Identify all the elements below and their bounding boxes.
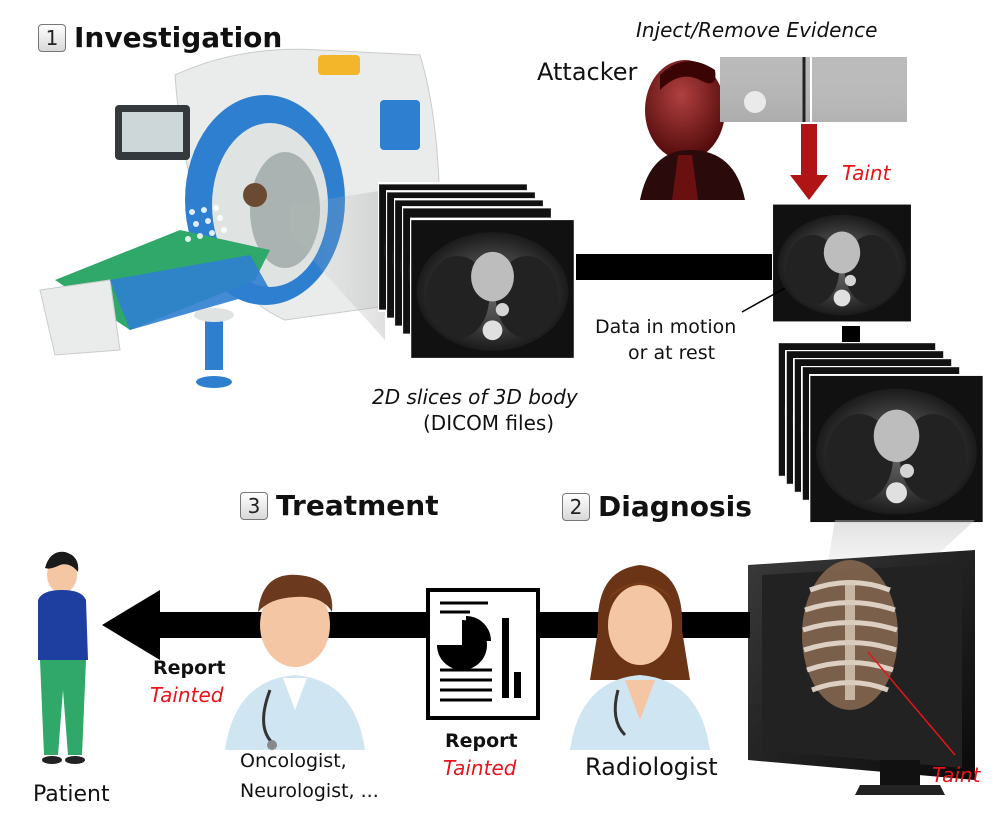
step-number: 3 [240, 491, 268, 520]
step-number: 2 [562, 492, 590, 521]
patient-label: Patient [33, 782, 110, 807]
report-label-left: Report [153, 657, 226, 679]
ct-slice-stack-right [777, 342, 984, 524]
step-number: 1 [38, 23, 66, 52]
tainted-ct-slice [772, 202, 912, 324]
oncologist-label-line2: Neurologist, ... [240, 780, 379, 802]
attacker-label: Attacker [537, 58, 638, 86]
taint-arrow [790, 124, 828, 200]
oncologist-label-line1: Oncologist, [240, 750, 347, 772]
scan-beam [290, 190, 385, 340]
report-label-mid: Report [445, 730, 518, 752]
taint-label-bottom: Taint [932, 763, 981, 787]
mri-scanner-illustration [39, 48, 441, 388]
step-title: Diagnosis [598, 490, 752, 523]
tainted-label-left: Tainted [150, 683, 224, 707]
radiology-monitor [748, 550, 975, 795]
ct-slice-stack-left [378, 182, 575, 361]
step-title: Investigation [74, 21, 283, 54]
attacker-icon [640, 60, 745, 200]
report-document-icon [426, 588, 540, 720]
ribcage-render [802, 560, 898, 710]
step-investigation: 1 Investigation [38, 21, 282, 54]
data-motion-label-line2: or at rest [628, 342, 716, 364]
data-motion-label-line1: Data in motion [595, 316, 737, 338]
patient-figure [38, 551, 88, 764]
step-treatment: 3 Treatment [240, 489, 439, 522]
data-in-motion-pointer [741, 287, 786, 313]
data-transfer-arrow [576, 254, 776, 280]
taint-pointer-line [867, 651, 956, 756]
slices-label-line1: 2D slices of 3D body [372, 385, 578, 409]
radiologist-label: Radiologist [585, 753, 718, 781]
inject-remove-label: Inject/Remove Evidence [636, 18, 878, 42]
step-title: Treatment [276, 489, 439, 522]
step-diagnosis: 2 Diagnosis [562, 490, 752, 523]
oncologist-icon [225, 574, 365, 750]
radiologist-icon [570, 565, 710, 750]
slices-label-line2: (DICOM files) [423, 411, 555, 435]
tainted-label-mid: Tainted [443, 756, 517, 780]
evidence-images [720, 57, 907, 122]
taint-label-top: Taint [842, 161, 891, 185]
